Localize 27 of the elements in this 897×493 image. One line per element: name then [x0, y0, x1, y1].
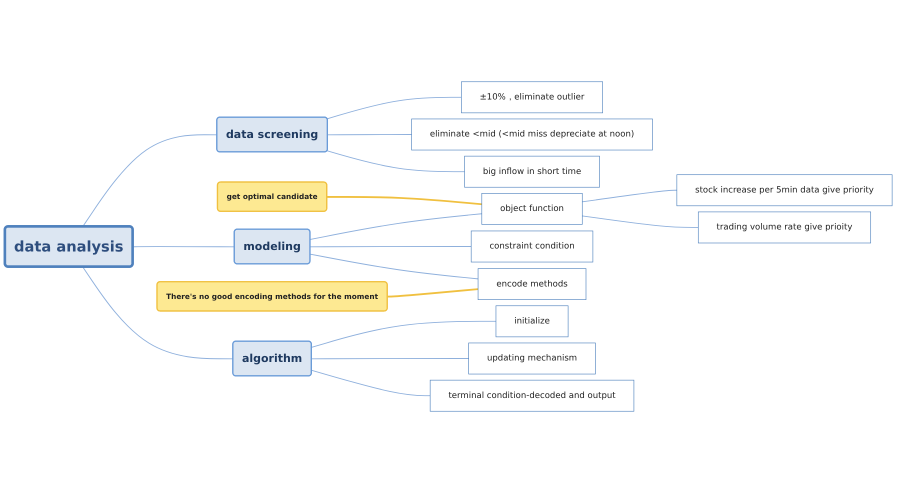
connector	[310, 254, 479, 280]
node-box: updating mechanism	[468, 342, 596, 374]
node-box: eliminate <mid (<mid miss depreciate at noon)	[411, 118, 653, 150]
connector	[310, 213, 482, 240]
connector	[582, 215, 699, 228]
connector	[311, 320, 496, 348]
connector	[82, 134, 218, 228]
connector	[388, 288, 478, 298]
connector	[326, 96, 462, 120]
node-box: trading volume rate give prioity	[698, 212, 872, 244]
node-box: stock increase per 5min data give priority	[676, 174, 892, 206]
connector	[82, 266, 234, 360]
node-box: constraint condition	[470, 230, 594, 262]
connector	[326, 150, 465, 172]
node-box: terminal condition-decoded and output	[430, 380, 634, 412]
connector	[311, 370, 431, 396]
node-box: encode methods	[478, 268, 586, 300]
connector	[311, 358, 470, 360]
connector	[327, 196, 482, 206]
node-box: big inflow in short time	[464, 156, 600, 188]
connector	[132, 246, 235, 248]
node-box: object function	[482, 193, 583, 225]
node-box: initialize	[496, 305, 568, 338]
node-box: ±10%，eliminate outlier	[461, 81, 603, 114]
connector	[327, 134, 412, 136]
connector	[310, 246, 472, 248]
connector	[582, 190, 678, 202]
